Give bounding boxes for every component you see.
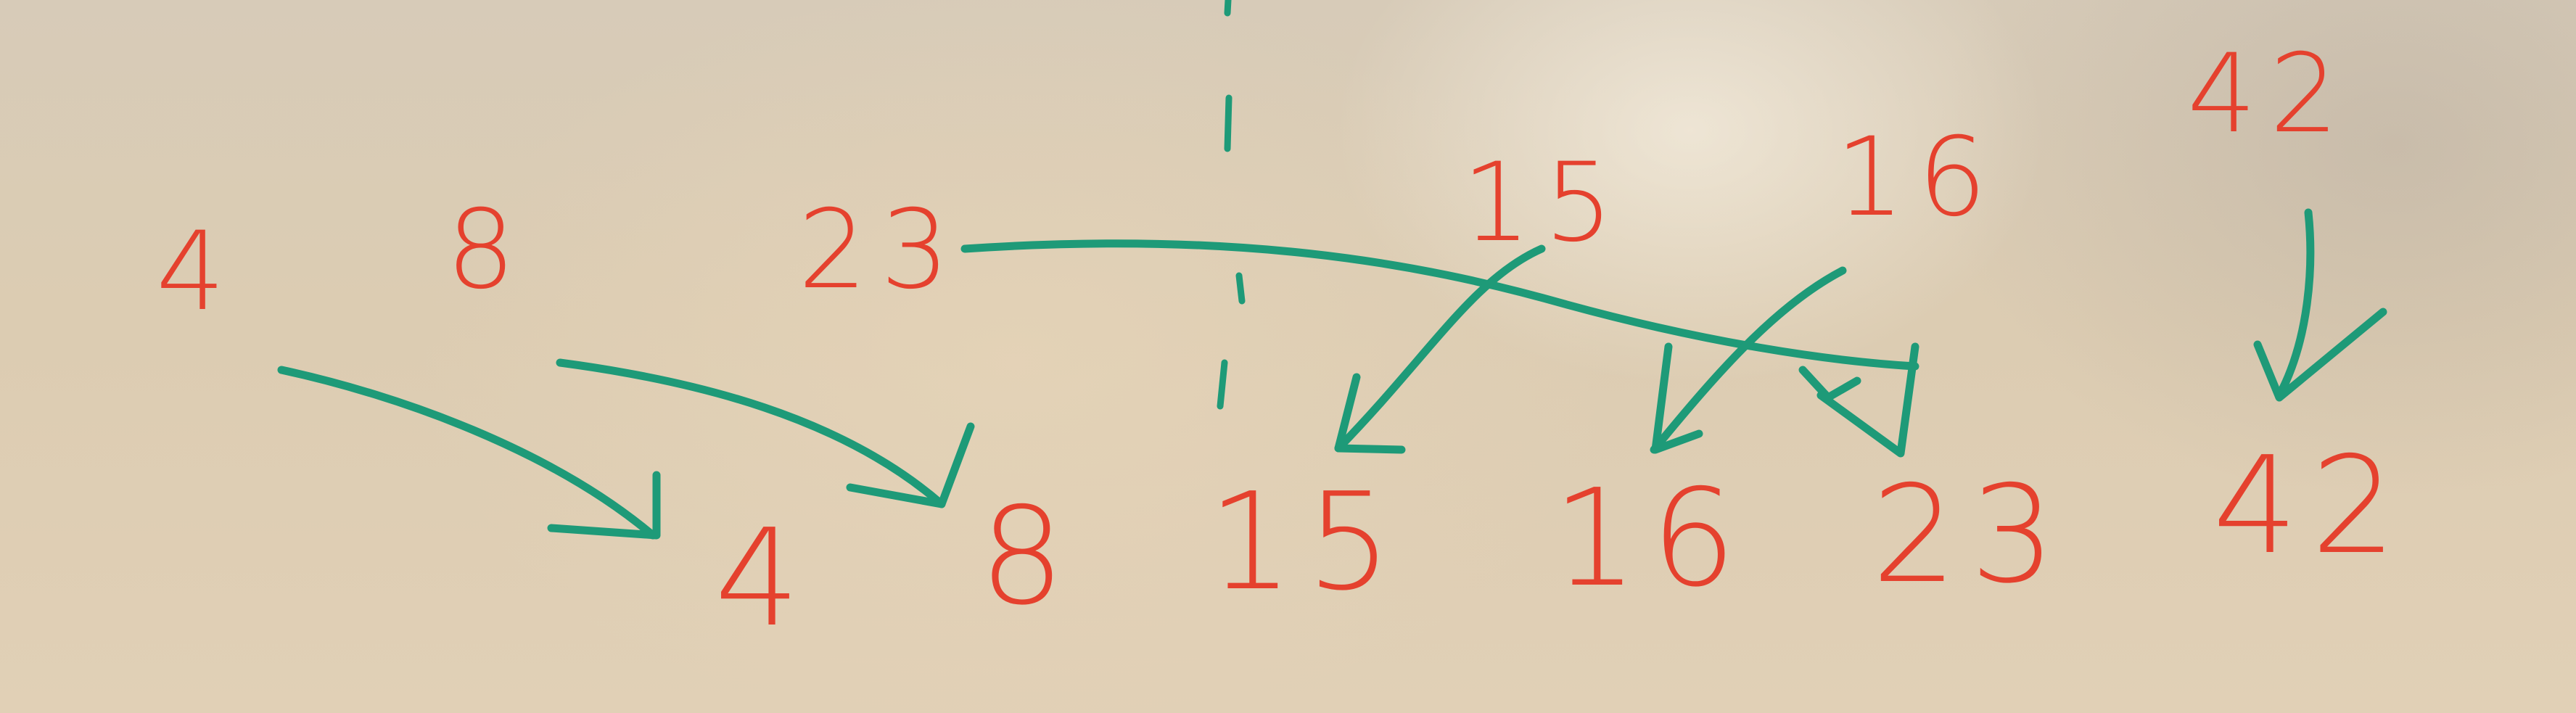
bottom-number-8: 8 xyxy=(979,478,1078,635)
arrowhead-23 xyxy=(1816,342,1919,458)
top-number-16: 16 xyxy=(1835,115,2000,241)
top-number-8: 8 xyxy=(446,187,529,313)
divider-dash xyxy=(1224,0,1232,17)
bottom-number-23: 23 xyxy=(1872,456,2069,613)
divider-dash xyxy=(1217,359,1228,410)
top-number-23: 23 xyxy=(798,187,963,313)
bottom-number-42: 42 xyxy=(2213,427,2410,584)
arrow-15 xyxy=(1334,244,1546,453)
arrowhead-42 xyxy=(2253,308,2387,402)
bottom-number-16: 16 xyxy=(1552,460,1750,617)
arrow-8 xyxy=(556,358,946,508)
arrow-42 xyxy=(2275,208,2315,400)
arrow-16 xyxy=(1650,266,1847,454)
top-number-4: 4 xyxy=(156,209,239,335)
arrowhead-8 xyxy=(846,422,975,508)
bottom-number-15: 15 xyxy=(1208,463,1405,620)
arrowhead-15 xyxy=(1334,373,1406,454)
arrow-4 xyxy=(277,366,657,540)
arrow-23 xyxy=(960,239,1919,371)
bottom-number-4: 4 xyxy=(715,500,813,656)
arrowhead-4 xyxy=(547,471,661,540)
divider-dash xyxy=(1235,272,1246,305)
top-number-15: 15 xyxy=(1462,140,1626,266)
top-number-42: 42 xyxy=(2187,31,2352,157)
arrowhead-23-tail xyxy=(1798,366,1861,402)
arrowhead-16 xyxy=(1651,342,1703,454)
divider-dash xyxy=(1224,94,1233,152)
